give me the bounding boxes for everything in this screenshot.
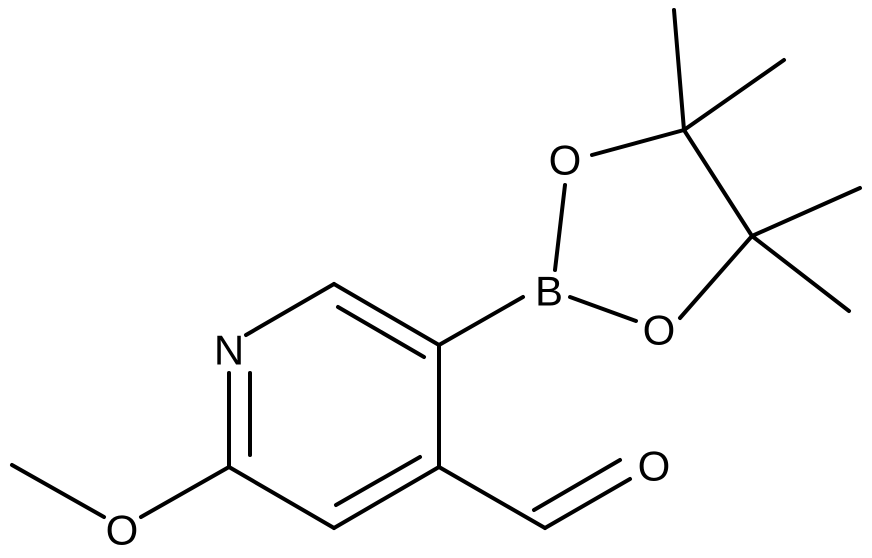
methoxy-group: [10, 463, 231, 519]
bond-c-c-pinacol: [682, 128, 754, 238]
bond-o-bottom-c: [678, 234, 754, 320]
bond-methyl-4: [750, 234, 851, 313]
pyridine-ring: [227, 282, 441, 530]
bond-c-o-double-1: [543, 477, 632, 530]
bond-b-o-bottom: [568, 295, 638, 323]
bond-c4-cho: [437, 465, 547, 530]
bond-methyl-1: [672, 8, 686, 132]
atom-o-ring-bottom-label: O: [643, 307, 676, 354]
bond-c4-c5: [332, 465, 441, 530]
bond-c2-c3-inner: [336, 305, 426, 359]
bond-n-c2: [244, 282, 336, 337]
bond-methyl-2: [682, 58, 786, 132]
bond-c-o-double-2: [532, 458, 622, 512]
bond-o-methyl: [10, 463, 106, 519]
atom-o-ring-top-label: O: [549, 137, 582, 184]
bond-c2-c3: [332, 282, 441, 347]
atom-o-methoxy-label: O: [106, 507, 139, 554]
bond-o-top-c: [590, 128, 686, 157]
pinacol-boronate: [437, 8, 862, 347]
atom-o-aldehyde-label: O: [638, 443, 671, 490]
atom-b-label: B: [535, 268, 563, 315]
bond-c5-c6: [227, 465, 336, 530]
bond-b-o-top: [553, 183, 567, 272]
atom-n-label: N: [214, 327, 244, 374]
aldehyde-group: [437, 458, 632, 530]
bond-c3-b: [437, 295, 525, 347]
bond-c4-c5-inner: [334, 455, 422, 507]
bond-methyl-3: [750, 186, 862, 238]
bond-c6-o-methoxy: [139, 465, 231, 519]
